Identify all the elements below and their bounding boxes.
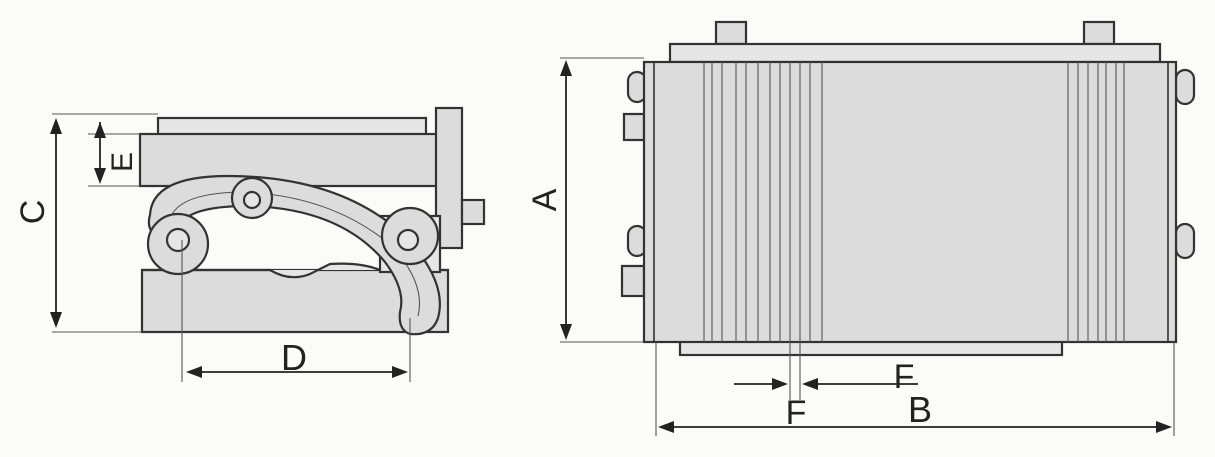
dim-label-e: E xyxy=(106,152,139,172)
pole-stripes-left xyxy=(703,62,823,342)
dim-label-b: B xyxy=(908,389,932,430)
dim-label-d: D xyxy=(281,337,307,378)
dim-label-f-upper: F xyxy=(894,358,915,396)
right-bump-mid xyxy=(1174,222,1196,260)
left-square-top xyxy=(622,112,646,142)
side-base-recess xyxy=(142,262,448,279)
side-top-plate xyxy=(138,132,444,188)
top-strip xyxy=(668,42,1162,64)
side-top-lip xyxy=(156,116,428,137)
dim-label-c: C xyxy=(14,200,52,225)
top-view: A F F B xyxy=(526,20,1196,436)
top-view-body xyxy=(642,60,1178,344)
side-roller-right-hub xyxy=(396,228,420,252)
dim-label-f-lower: F xyxy=(786,394,807,432)
top-lug-left xyxy=(714,20,748,46)
side-end-knob xyxy=(460,198,486,226)
top-lug-right xyxy=(1082,20,1116,46)
left-square-bottom xyxy=(620,264,646,298)
side-arc-inner xyxy=(169,191,421,317)
right-bump-top xyxy=(1174,68,1196,106)
top-view-inner-frame xyxy=(653,61,1169,343)
side-view: C E D xyxy=(14,106,486,382)
side-roller-mid-hub xyxy=(242,190,262,210)
side-roller-left-hub xyxy=(165,227,191,253)
dim-label-a: A xyxy=(526,188,564,211)
pole-stripes-right xyxy=(1067,62,1125,342)
